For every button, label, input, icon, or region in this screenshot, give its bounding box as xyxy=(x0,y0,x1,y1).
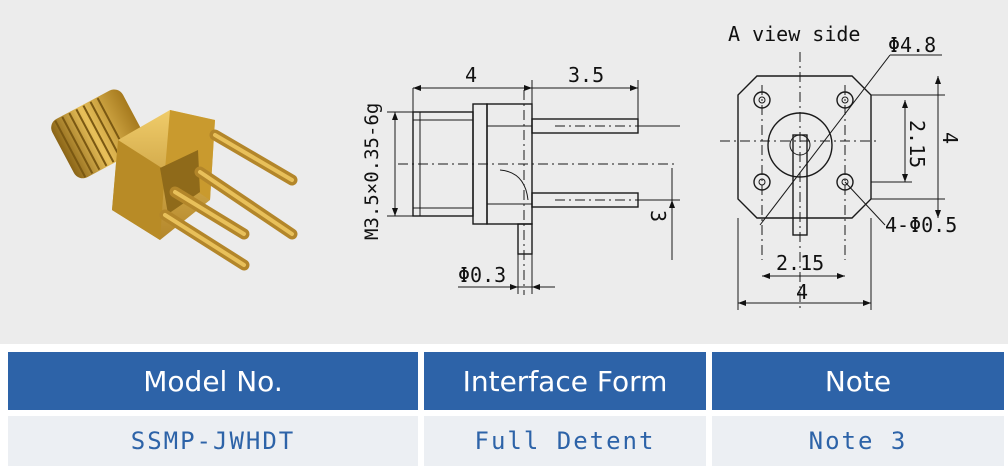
header-interface-form: Interface Form xyxy=(424,352,706,410)
side-view-drawing xyxy=(387,80,680,295)
front-view-drawing xyxy=(720,52,945,310)
holes-label: 4-Φ0.5 xyxy=(885,213,957,237)
dim-4-top: 4 xyxy=(465,63,477,87)
cell-note: Note 3 xyxy=(712,416,1004,466)
header-model-no: Model No. xyxy=(8,352,418,410)
connector-3d-image xyxy=(51,89,298,271)
dim-4-horizontal: 4 xyxy=(796,280,808,304)
dim-2-15-horizontal: 2.15 xyxy=(776,251,824,275)
dim-3-5-top: 3.5 xyxy=(568,63,604,87)
dim-2-15-vertical: 2.15 xyxy=(905,120,929,168)
table-row: SSMP-JWHDT Full Detent Note 3 xyxy=(0,416,1008,466)
dim-4-vertical: 4 xyxy=(938,132,962,144)
pin-diameter-label: Φ0.3 xyxy=(458,263,506,287)
view-title: A view side xyxy=(728,22,860,46)
header-note: Note xyxy=(712,352,1004,410)
cell-model-no: SSMP-JWHDT xyxy=(8,416,418,466)
thread-spec-label: M3.5×0.35-6g xyxy=(361,103,383,240)
phi-outer-label: Φ4.8 xyxy=(888,33,936,57)
cell-interface-form: Full Detent xyxy=(424,416,706,466)
dim-3-right: 3 xyxy=(646,210,670,222)
table-header-row: Model No. Interface Form Note xyxy=(0,352,1008,410)
technical-drawing: 4 3.5 M3.5×0.35-6g 3 Φ0.3 A view side Φ4… xyxy=(51,22,962,310)
